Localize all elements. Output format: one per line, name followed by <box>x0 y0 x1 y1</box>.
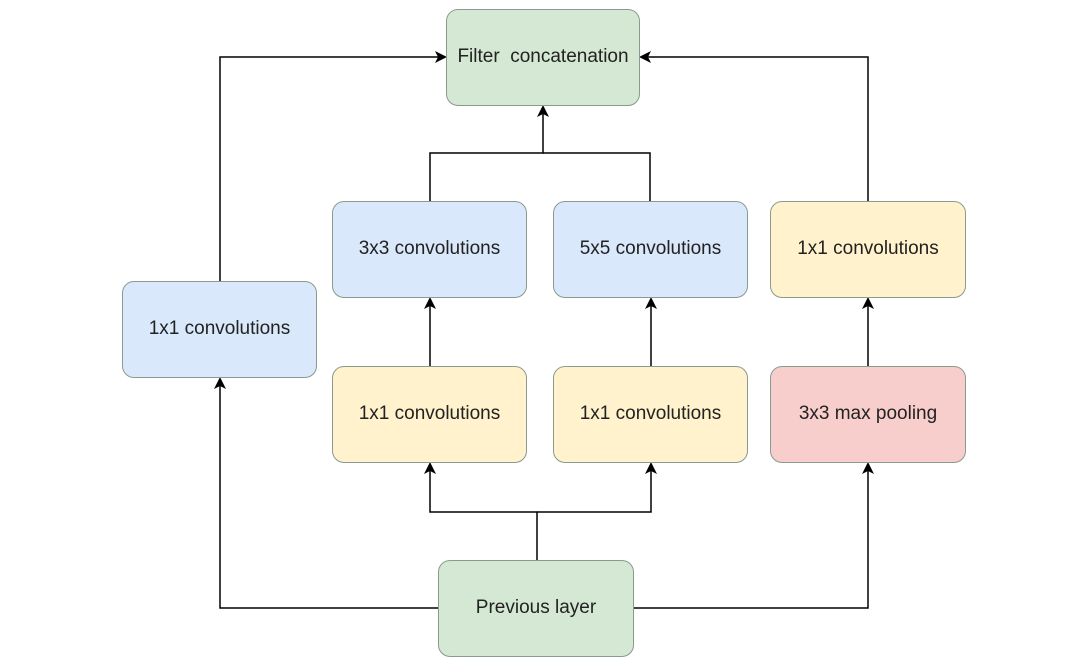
conv-1x1-left-node: 1x1 convolutions <box>122 281 317 378</box>
conv-5x5-node: 5x5 convolutions <box>553 201 748 298</box>
edge-conv5x5-to-filter_concat <box>543 152 651 201</box>
conv-1x1-reduce-5x5-label: 1x1 convolutions <box>579 403 722 425</box>
conv-1x1-left-label: 1x1 convolutions <box>148 318 291 340</box>
edge-conv1x1_left-to-filter_concat <box>219 51 447 281</box>
edge-previous_layer-to-conv1x1_left <box>214 377 438 609</box>
previous-layer-label: Previous layer <box>475 597 597 619</box>
conv-1x1-reduce-3x3-node: 1x1 convolutions <box>332 366 527 463</box>
conv-5x5-label: 5x5 convolutions <box>579 238 722 260</box>
conv-1x1-after-pool-node: 1x1 convolutions <box>770 201 966 298</box>
edge-previous_layer-to-reduce_3x3 <box>424 462 538 560</box>
edge-previous_layer-to-reduce_5x5 <box>537 462 657 513</box>
max-pooling-label: 3x3 max pooling <box>798 403 938 425</box>
conv-1x1-reduce-5x5-node: 1x1 convolutions <box>553 366 748 463</box>
max-pooling-node: 3x3 max pooling <box>770 366 966 463</box>
filter-concatenation-node: Filter concatenation <box>446 9 640 106</box>
conv-3x3-label: 3x3 convolutions <box>358 238 501 260</box>
conv-3x3-node: 3x3 convolutions <box>332 201 527 298</box>
conv-1x1-reduce-3x3-label: 1x1 convolutions <box>358 403 501 425</box>
edge-previous_layer-to-maxpool <box>634 462 874 609</box>
edge-conv1x1_after_pool-to-filter_concat <box>639 51 869 201</box>
conv-1x1-after-pool-label: 1x1 convolutions <box>797 238 939 260</box>
filter-concatenation-label: Filter concatenation <box>457 46 629 68</box>
edge-conv3x3-to-filter_concat <box>429 105 549 201</box>
previous-layer-node: Previous layer <box>438 560 634 657</box>
